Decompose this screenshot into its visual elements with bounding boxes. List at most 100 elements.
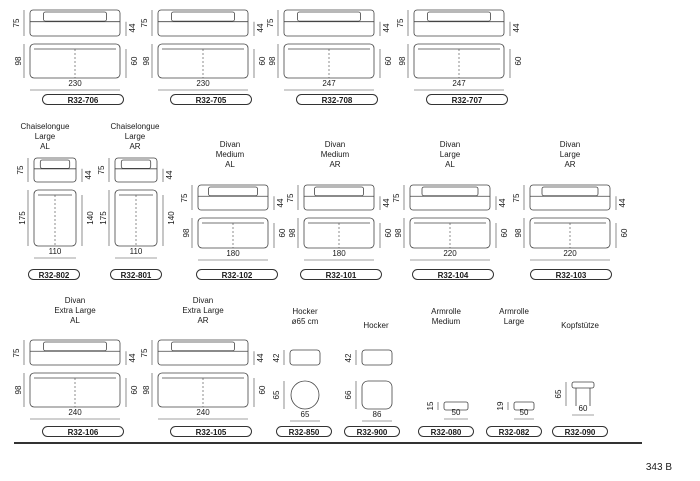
width-label: 180 [226, 249, 240, 258]
item-title-line: AR [129, 142, 141, 151]
product-code: R32-102 [196, 269, 278, 280]
item-title-line: Hocker [363, 321, 389, 330]
item-title-line: Divan [192, 296, 214, 305]
width-label: 247 [452, 79, 466, 88]
width-label: 50 [519, 408, 529, 417]
item-title-line: Divan [559, 140, 581, 149]
item-title-line: Armrolle [431, 307, 461, 316]
width-label: 110 [48, 247, 62, 256]
bottom-divider [14, 442, 642, 444]
headrest-pad [571, 381, 595, 389]
item-title-line: Divan [219, 140, 241, 149]
back-cushion [208, 186, 258, 197]
item-title-line: Large [559, 150, 581, 159]
front-view-outline [29, 9, 121, 37]
item-title-line: Kopfstütze [561, 321, 599, 330]
height-label: 65 [554, 389, 563, 399]
width-label: 60 [578, 404, 588, 413]
item-title-line: Extra Large [54, 306, 96, 315]
item-title-line: ø65 cm [291, 317, 319, 326]
width-label: 65 [300, 410, 310, 419]
front-view-outline [157, 339, 249, 366]
width-label: 240 [196, 408, 210, 417]
back-cushion [541, 186, 599, 197]
back-cushion [120, 159, 152, 169]
front-view-outline [197, 184, 269, 211]
item-title-line: Medium [431, 317, 461, 326]
back-cushion [43, 341, 107, 352]
product-code: R32-802 [28, 269, 80, 280]
product-code: R32-707 [426, 94, 508, 105]
item-title-line: AR [564, 160, 576, 169]
product-code: R32-900 [344, 426, 400, 437]
width-label: 180 [332, 249, 346, 258]
front-view-outline [283, 9, 375, 37]
front-view-outline [157, 9, 249, 37]
plan-view-outline [33, 189, 77, 247]
width-label: 220 [563, 249, 577, 258]
round-plan-outline [290, 380, 320, 410]
item-title-line: Large [439, 150, 461, 159]
item-title-line: Large [124, 132, 146, 141]
item-title-line: Hocker [292, 307, 318, 316]
product-code: R32-104 [412, 269, 494, 280]
back-cushion [297, 11, 361, 22]
item-title-line: Chaiselongue [110, 122, 160, 131]
item-title-line: Divan [324, 140, 346, 149]
front-view-outline [361, 349, 393, 366]
product-code: R32-705 [170, 94, 252, 105]
product-code: R32-082 [486, 426, 542, 437]
product-code: R32-090 [552, 426, 608, 437]
back-cushion [171, 341, 235, 352]
width-label: 220 [443, 249, 457, 258]
width-label: 50 [451, 408, 461, 417]
item-title-line: Extra Large [182, 306, 224, 315]
product-code: R32-103 [530, 269, 612, 280]
item-title-line: AL [225, 160, 235, 169]
roll-outline [513, 401, 535, 411]
item-title-line: Medium [215, 150, 245, 159]
item-title-line: AR [197, 316, 209, 325]
back-cushion [39, 159, 71, 169]
front-view-outline [529, 184, 611, 211]
front-view-outline [409, 184, 491, 211]
product-code: R32-708 [296, 94, 378, 105]
product-code: R32-801 [110, 269, 162, 280]
width-label: 86 [372, 410, 382, 419]
item-title-line: AL [445, 160, 455, 169]
width-label: 247 [322, 79, 336, 88]
item-title-line: Large [34, 132, 56, 141]
front-view-outline [413, 9, 505, 37]
back-cushion [171, 11, 235, 22]
product-code: R32-706 [42, 94, 124, 105]
width-label: 230 [68, 79, 82, 88]
product-code: R32-080 [418, 426, 474, 437]
item-title-line: Medium [320, 150, 350, 159]
front-view-outline [29, 339, 121, 366]
front-view-outline [303, 184, 375, 211]
page-number: 343 B [645, 462, 672, 473]
product-code: R32-101 [300, 269, 382, 280]
roll-outline [443, 401, 469, 411]
item-title-line: Divan [439, 140, 461, 149]
front-view-outline [114, 157, 158, 183]
item-title-line: Divan [64, 296, 86, 305]
back-cushion [314, 186, 364, 197]
item-title-line: Armrolle [499, 307, 529, 316]
